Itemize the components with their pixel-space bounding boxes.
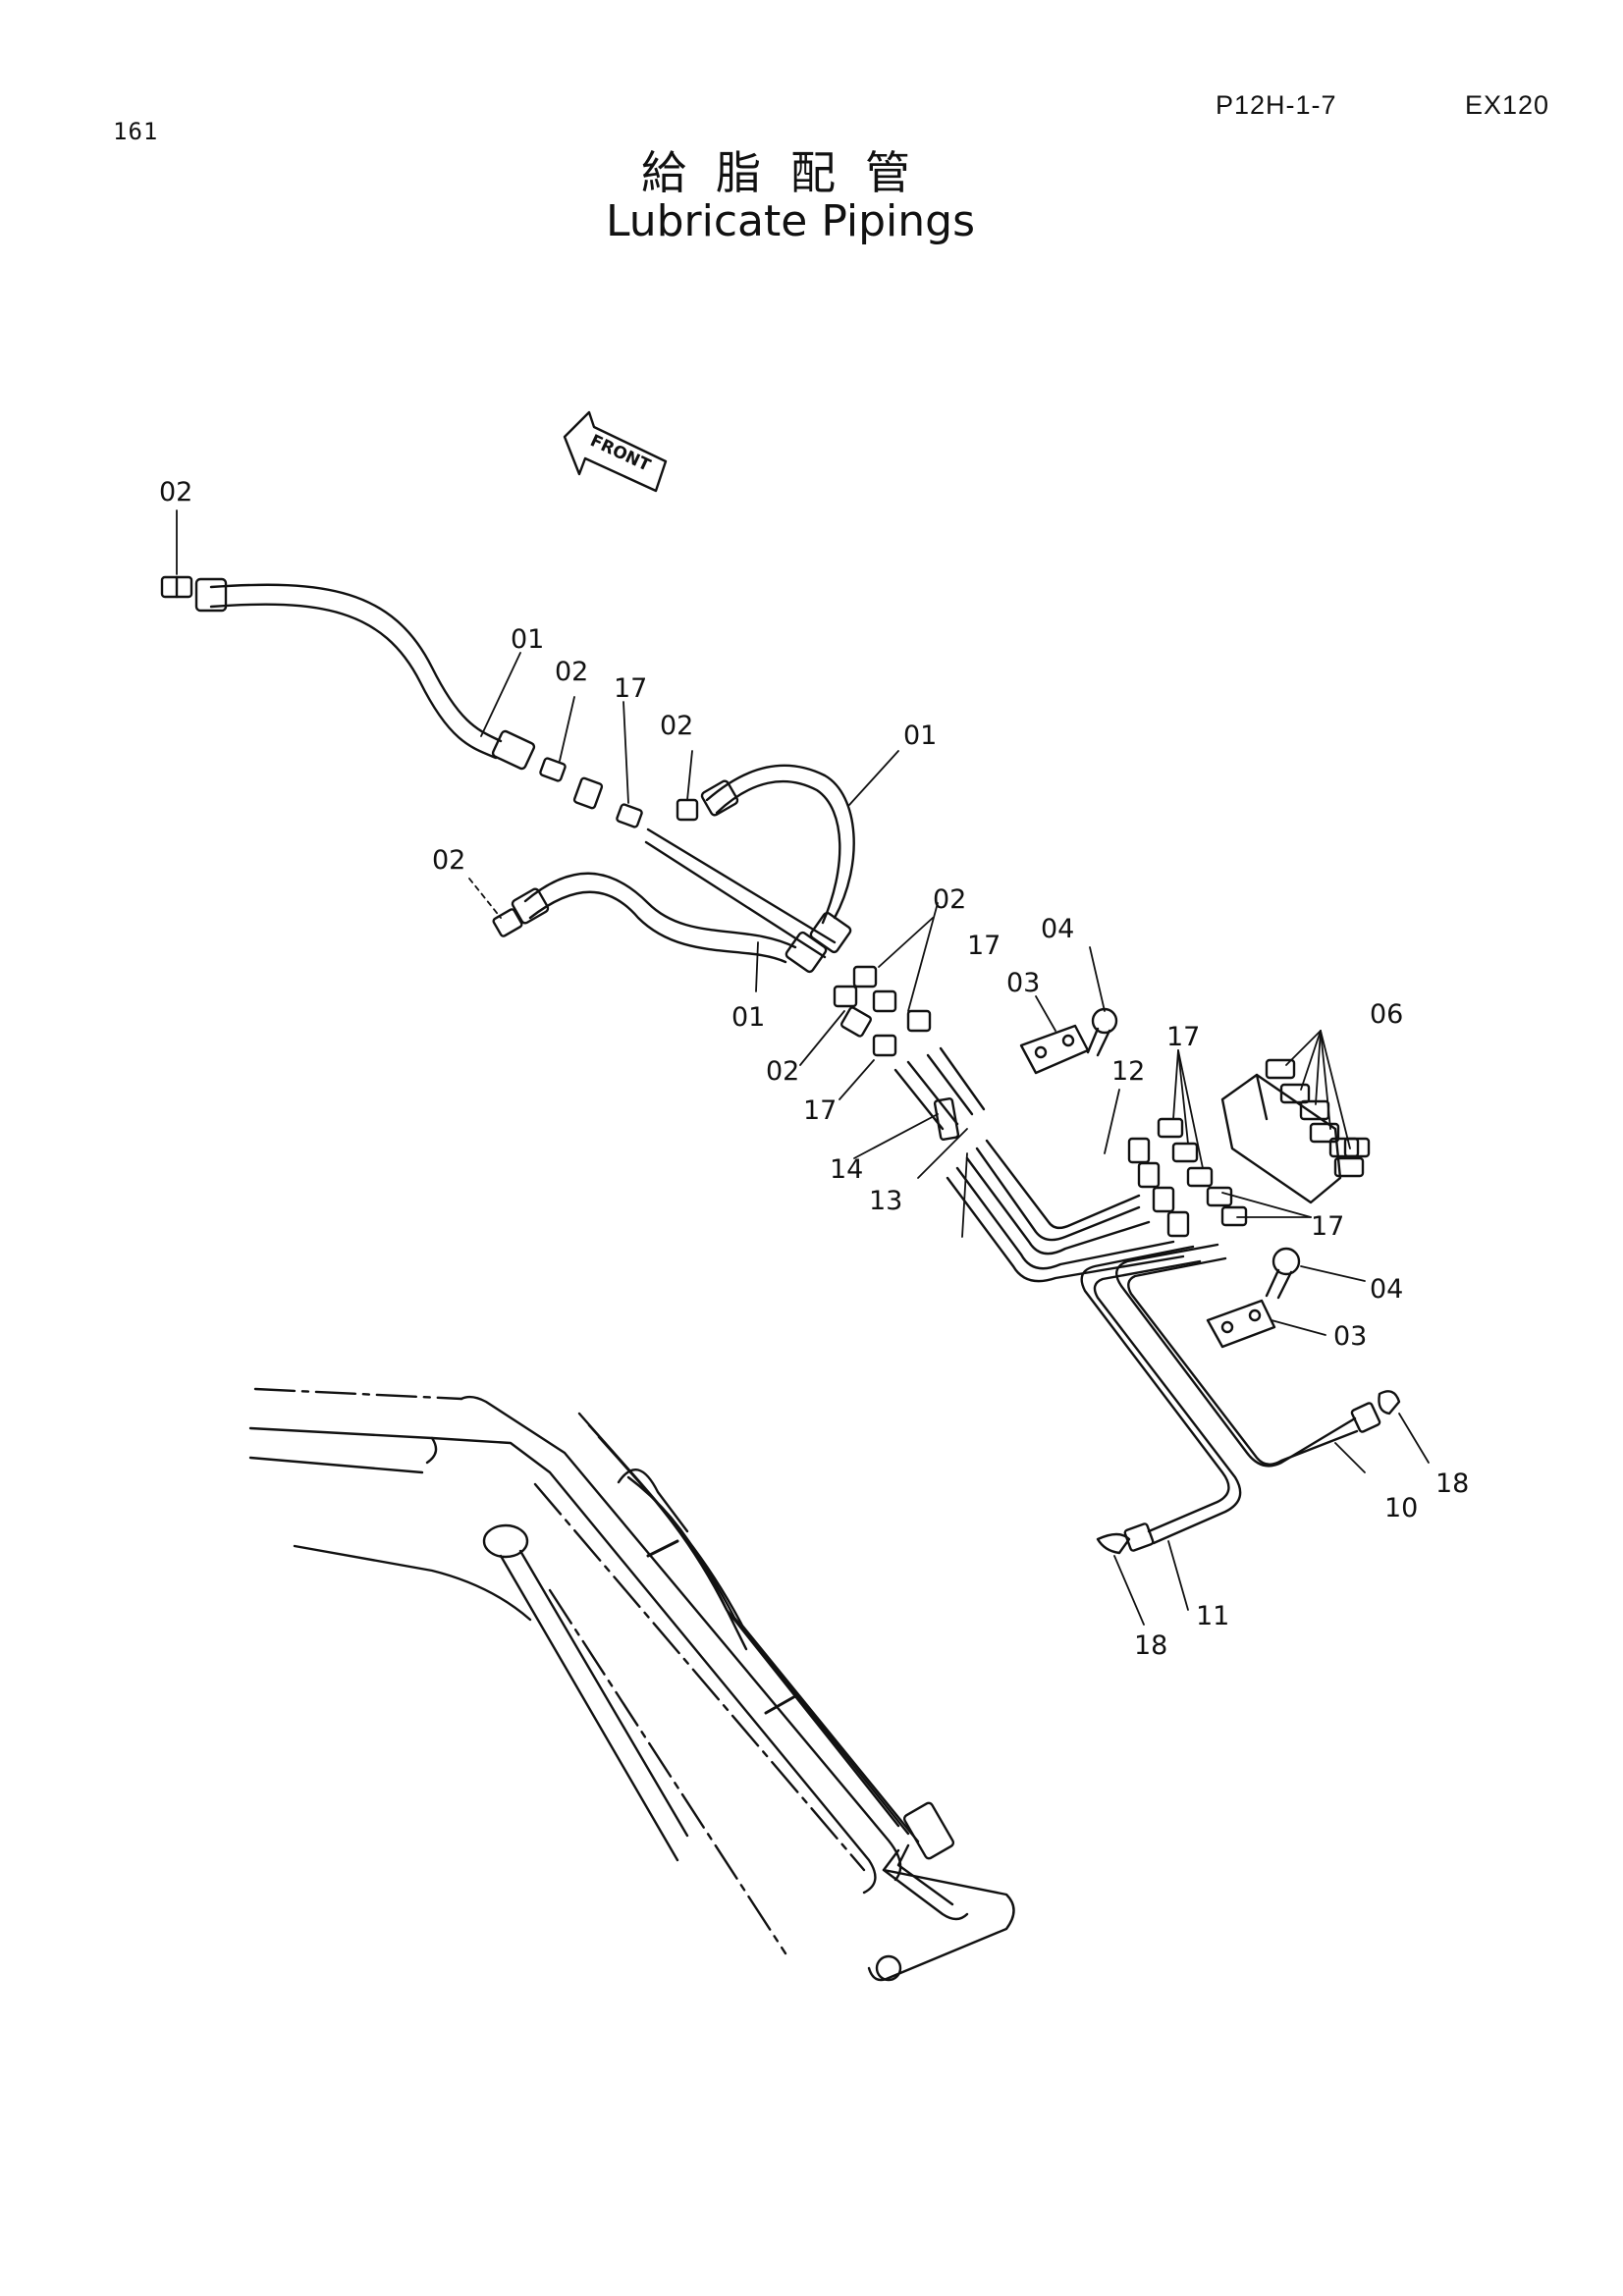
hose-01-top [194,577,536,771]
document-code: P12H-1-7 [1216,90,1337,120]
callout-03: 03 [1333,1321,1367,1352]
front-arrow-icon [563,410,668,493]
pipes-13-14 [893,1046,986,1141]
callout-02: 02 [555,657,588,687]
bolt-04-upper [1086,1007,1118,1057]
callout-04: 04 [1370,1274,1403,1305]
pipe-11 [1080,1245,1242,1555]
hose-01-left [492,872,797,964]
bolt-04-lower [1265,1247,1301,1300]
callout-17: 17 [803,1095,837,1126]
pipe-10 [1115,1243,1401,1468]
callout-06: 06 [1370,999,1403,1030]
callout-18: 18 [1435,1468,1469,1499]
callout-02: 02 [660,711,693,741]
callout-10: 10 [1384,1493,1418,1523]
pipe-mid [644,828,837,959]
leader-lines [176,509,1430,1626]
model-name: EX120 [1465,90,1550,120]
callout-17: 17 [967,931,1001,961]
clamp-03-upper [1019,1024,1090,1075]
callout-02: 02 [432,845,465,876]
callouts: 02 01 02 17 02 01 02 01 02 17 02 17 04 0… [159,477,1469,1661]
callout-01: 01 [903,721,937,751]
fitting-02-top-left [160,575,193,599]
fittings-17-manifold [1127,1117,1248,1238]
callout-04: 04 [1041,914,1074,944]
clamp-03-lower [1206,1299,1276,1349]
callout-17: 17 [614,673,647,704]
manifold-block [1220,1058,1371,1204]
fittings-mid-top [539,757,699,828]
callout-13: 13 [869,1186,902,1216]
callout-17: 17 [1166,1022,1200,1052]
callout-01: 01 [511,624,544,655]
callout-11: 11 [1196,1601,1229,1631]
callout-17: 17 [1311,1211,1344,1242]
front-label: FRONT [587,431,654,476]
callout-02: 02 [159,477,192,507]
pipe-bundle-12 [946,1139,1185,1283]
hose-ends-cluster [784,911,932,1057]
callout-12: 12 [1111,1056,1145,1087]
callout-02: 02 [933,884,966,915]
title-english: Lubricate Pipings [605,196,976,246]
callout-03: 03 [1006,968,1040,998]
page-number: 161 [113,118,159,145]
title-japanese: 給脂配管 [641,146,940,199]
boom-outline [248,1387,1015,1982]
callout-01: 01 [731,1002,765,1033]
callout-02: 02 [766,1056,799,1087]
callout-18: 18 [1134,1630,1167,1661]
hose-01-right [700,764,855,925]
callout-14: 14 [830,1154,863,1185]
